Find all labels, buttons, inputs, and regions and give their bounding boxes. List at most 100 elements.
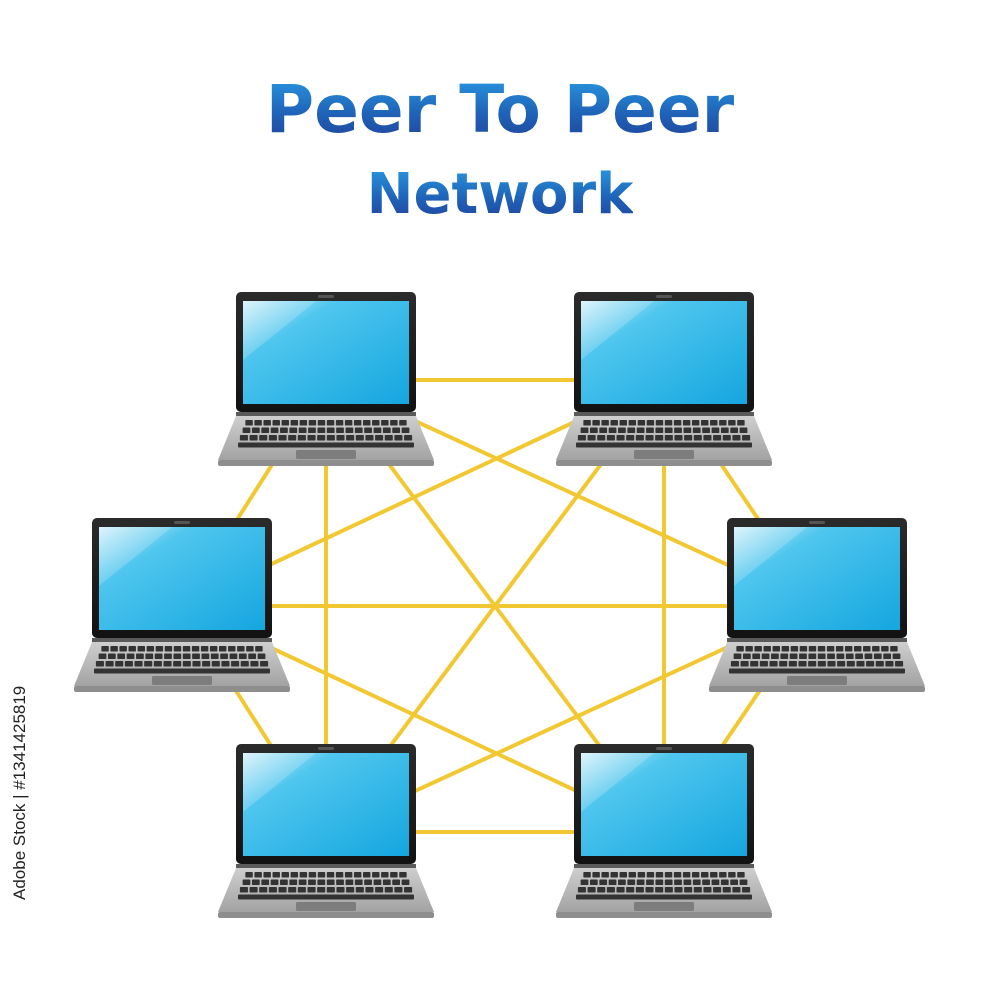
key xyxy=(307,887,316,893)
key xyxy=(392,427,401,433)
key xyxy=(646,879,654,885)
key xyxy=(210,653,219,659)
key xyxy=(737,872,745,878)
key xyxy=(645,435,654,441)
page-title-line-1: Peer To Peer xyxy=(0,70,1000,150)
key xyxy=(335,872,344,878)
key xyxy=(381,420,389,426)
key xyxy=(336,427,344,433)
screen-glare xyxy=(734,527,807,586)
key xyxy=(750,661,759,667)
key xyxy=(404,887,413,893)
key xyxy=(895,661,904,667)
key xyxy=(627,427,636,433)
key xyxy=(317,427,326,433)
key xyxy=(278,887,287,893)
key xyxy=(124,661,133,667)
key xyxy=(626,887,635,893)
keyboard-icon xyxy=(729,646,905,674)
key xyxy=(713,435,722,441)
laptop-base xyxy=(218,868,434,912)
key xyxy=(153,661,162,667)
key xyxy=(298,427,307,433)
key xyxy=(692,879,701,885)
key xyxy=(373,427,382,433)
key xyxy=(399,872,407,878)
key xyxy=(664,872,673,878)
keyboard-bottom-row xyxy=(576,894,752,900)
key xyxy=(599,879,608,885)
key xyxy=(720,427,729,433)
screen-glare xyxy=(581,753,654,812)
key xyxy=(616,435,625,441)
key xyxy=(692,427,701,433)
key xyxy=(703,887,712,893)
key xyxy=(242,879,251,885)
key xyxy=(211,661,220,667)
key xyxy=(655,435,664,441)
key xyxy=(270,427,279,433)
key xyxy=(289,427,298,433)
key xyxy=(719,420,727,426)
key xyxy=(673,420,682,426)
title-text-2: Network xyxy=(366,162,634,227)
key xyxy=(655,420,664,426)
key xyxy=(798,661,807,667)
key xyxy=(577,435,586,441)
key xyxy=(682,420,691,426)
laptop-screen xyxy=(581,753,747,856)
keyboard-bottom-row xyxy=(238,442,414,448)
laptop-bottom-right xyxy=(556,744,772,918)
key xyxy=(636,427,645,433)
key xyxy=(382,427,391,433)
key xyxy=(248,653,257,659)
key xyxy=(363,872,371,878)
key xyxy=(355,887,364,893)
laptop-hinge xyxy=(236,864,416,868)
screen-glare xyxy=(581,301,654,360)
laptop-screen xyxy=(581,301,747,404)
camera-icon xyxy=(174,521,190,524)
key xyxy=(728,420,736,426)
key xyxy=(808,646,817,652)
key xyxy=(164,646,173,652)
key xyxy=(201,653,210,659)
touchpad xyxy=(634,902,694,911)
key xyxy=(128,646,136,652)
key xyxy=(856,661,865,667)
key xyxy=(635,887,644,893)
keyboard-icon xyxy=(576,872,752,900)
key xyxy=(363,420,371,426)
keyboard-icon xyxy=(94,646,270,674)
key xyxy=(259,887,268,893)
key xyxy=(134,661,143,667)
key xyxy=(637,872,646,878)
key xyxy=(404,435,413,441)
laptop-hinge xyxy=(236,412,416,416)
key xyxy=(781,646,790,652)
page-title-line-2: Network xyxy=(0,160,1000,230)
key xyxy=(249,887,258,893)
key xyxy=(399,420,407,426)
key xyxy=(261,427,270,433)
key xyxy=(740,661,749,667)
key xyxy=(844,646,853,652)
key xyxy=(808,653,817,659)
key xyxy=(728,872,736,878)
key xyxy=(155,646,164,652)
key xyxy=(646,427,654,433)
key xyxy=(280,427,288,433)
key xyxy=(288,435,297,441)
key xyxy=(299,872,308,878)
key xyxy=(628,872,637,878)
key xyxy=(788,661,797,667)
key xyxy=(779,661,788,667)
key xyxy=(733,653,742,659)
key xyxy=(272,872,280,878)
touchpad xyxy=(787,676,847,685)
key xyxy=(390,872,398,878)
key xyxy=(110,646,118,652)
key xyxy=(375,887,384,893)
key xyxy=(664,427,673,433)
key xyxy=(326,420,335,426)
